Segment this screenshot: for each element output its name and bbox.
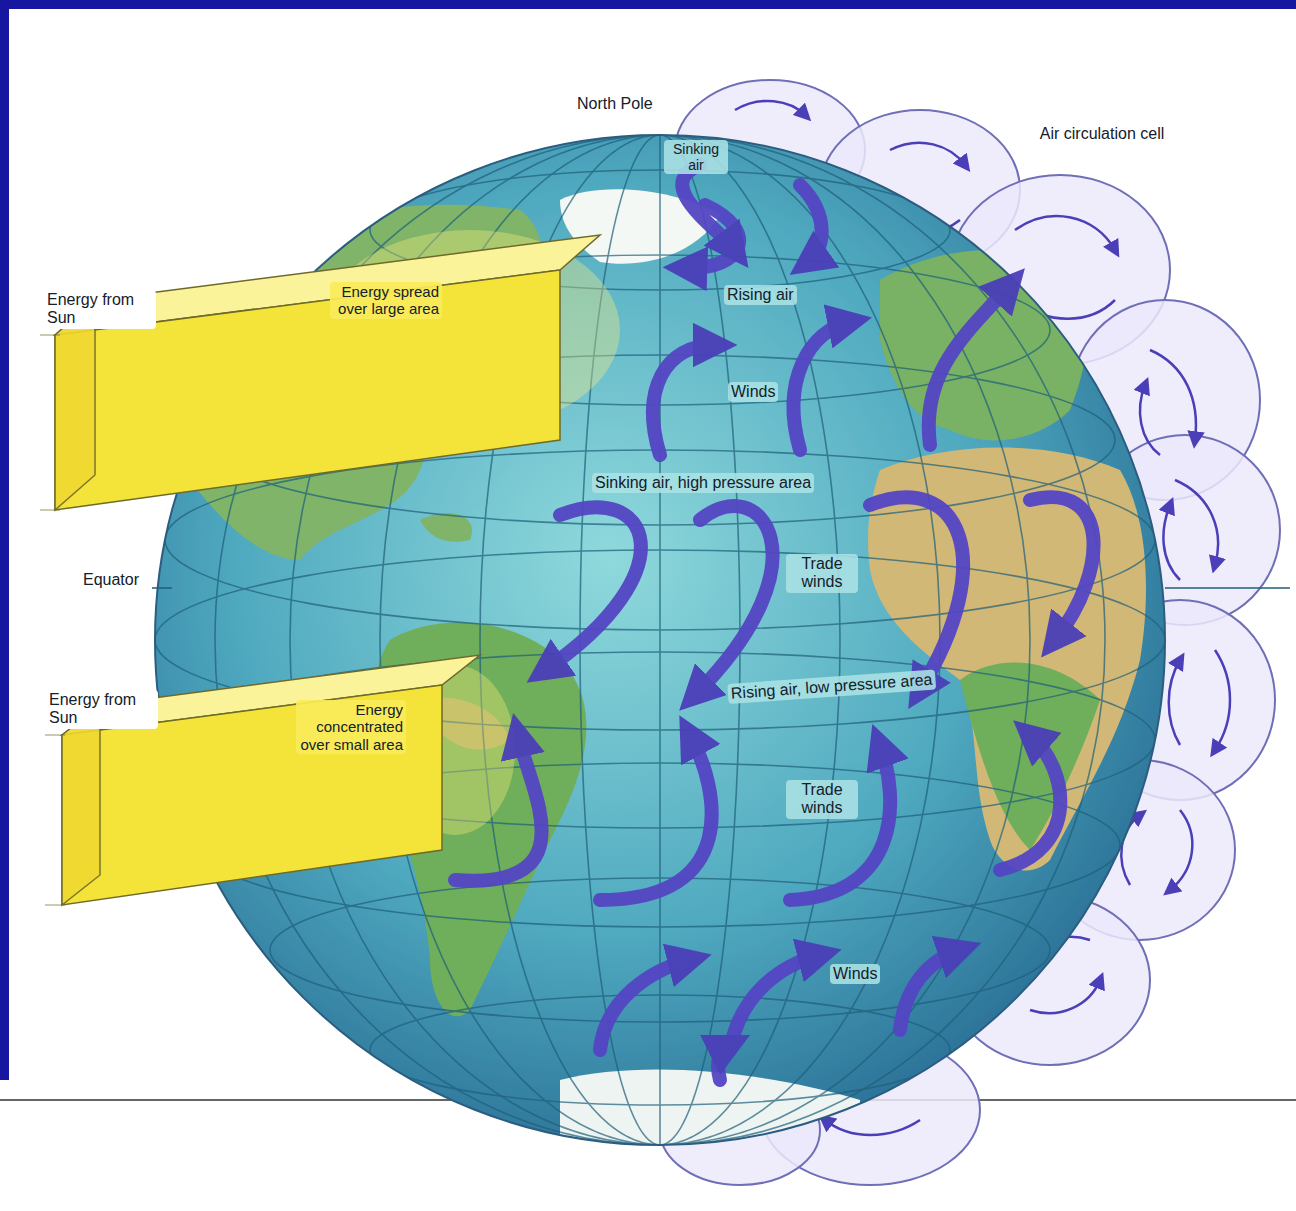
label: Energy from Sun (46, 690, 158, 729)
label: North Pole (574, 94, 656, 114)
label: Rising air (724, 285, 797, 305)
label: Equator (80, 570, 142, 590)
label: Sinking air, high pressure area (592, 473, 814, 493)
label: Air circulation cell (1037, 124, 1167, 144)
label: Winds (728, 382, 778, 402)
label: Sinking air (664, 140, 728, 174)
label: Trade winds (786, 554, 858, 593)
label: Energy spread over large area (330, 282, 442, 319)
label: Energy concentrated over small area (296, 700, 406, 754)
label: Winds (830, 964, 880, 984)
label: Trade winds (786, 780, 858, 819)
label: Energy from Sun (44, 290, 156, 329)
